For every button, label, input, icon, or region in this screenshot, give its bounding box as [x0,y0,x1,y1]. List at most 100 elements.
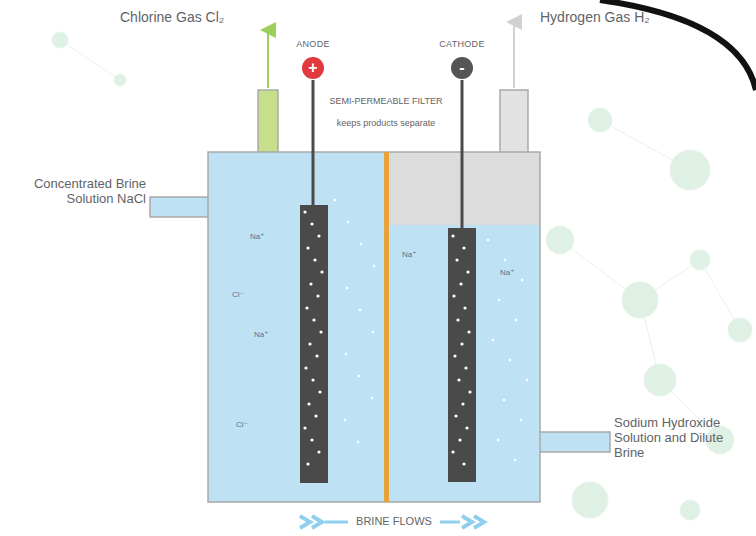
bubbles [303,199,528,466]
electrode-label: CATHODE [439,39,484,49]
anode-wire [312,80,315,205]
bubble [305,306,308,309]
bubble [319,330,322,333]
gas-label: Chlorine Gas Cl₂ [120,9,224,25]
bubble [314,414,317,417]
flow-chevrons [300,516,484,528]
terminal-sign: - [451,57,473,79]
ion-label: Cl⁻ [232,290,244,299]
bubble [514,459,517,462]
bubble [459,282,462,285]
electrode-label: ANODE [296,39,330,49]
bubble [461,402,464,405]
bubble [310,438,313,441]
terminal-sign: + [302,57,324,79]
bubble [451,234,454,237]
bubble [503,399,506,402]
bubble [498,299,501,302]
bubble [466,270,469,273]
bubble [315,354,318,357]
bubble [451,450,454,453]
bubble [312,318,315,321]
bubble [346,287,349,290]
outlet-pipe [538,432,610,452]
bubble [320,270,323,273]
hydrogen-outlet [500,90,528,154]
bubble [309,282,312,285]
bubble [526,379,529,382]
bubble [464,366,467,369]
bubble [371,397,374,400]
chlorine-arrow [267,30,269,88]
hydrogen-arrow [513,22,515,88]
ion-label: Na⁺ [250,232,264,241]
bubble [372,331,375,334]
bubble [306,246,309,249]
bubble [515,319,518,322]
bubble [455,258,458,261]
bubble [520,419,523,422]
bubble [306,462,309,465]
cathode-terminal: CATHODE- [451,57,473,79]
bubble [308,342,311,345]
flow-label: BRINE FLOWS [356,515,432,528]
bubble [497,439,500,442]
bubble [458,438,461,441]
bubble [347,221,350,224]
bubble [303,426,306,429]
bubble [334,199,337,202]
bubble [462,246,465,249]
bubble [311,378,314,381]
inlet-label: Concentrated Brine Solution NaCl [21,177,146,207]
ion-label: Na⁺ [402,250,416,259]
bubble [453,354,456,357]
bubble [360,243,363,246]
bubble [318,390,321,393]
bubble [521,279,524,282]
bubble [316,294,319,297]
bubble [462,462,465,465]
chlorine-outlet [258,90,278,154]
bubble [358,375,361,378]
cathode-wire [461,80,464,228]
ion-label: Cl⁻ [236,420,248,429]
bubble [465,426,468,429]
bubble [492,339,495,342]
filter [384,152,389,502]
flow-line [325,521,348,524]
bubble [310,222,313,225]
bubble [344,419,347,422]
anode-electrode [300,205,328,483]
bubble [303,210,306,213]
bubble [304,366,307,369]
bubble [456,318,459,321]
bubble [345,353,348,356]
bubble [467,330,470,333]
hydrogen-space [389,153,539,225]
bubble [452,294,455,297]
bubble [454,414,457,417]
bubble [463,306,466,309]
bubble [468,390,471,393]
bubble [359,309,362,312]
background-network [52,32,752,520]
bubble [313,258,316,261]
bubble [487,239,490,242]
outlet-label: Sodium Hydroxide Solution and Dilute Bri… [614,416,742,461]
bubble [509,359,512,362]
bubble [317,234,320,237]
bubble [460,342,463,345]
bubble [317,450,320,453]
flow-line [440,521,460,524]
tank [208,152,540,502]
bubble [457,378,460,381]
ion-label: Na⁺ [500,268,514,277]
cathode-electrode [448,228,476,482]
bubble [373,265,376,268]
filter-note: keeps products separate [335,118,438,128]
ion-label: Na⁺ [254,330,268,339]
anode-terminal: ANODE+ [302,57,324,79]
inlet-pipe [150,197,210,217]
bubble [504,259,507,262]
filter-label: SEMI-PERMEABLE FILTER [328,96,445,106]
